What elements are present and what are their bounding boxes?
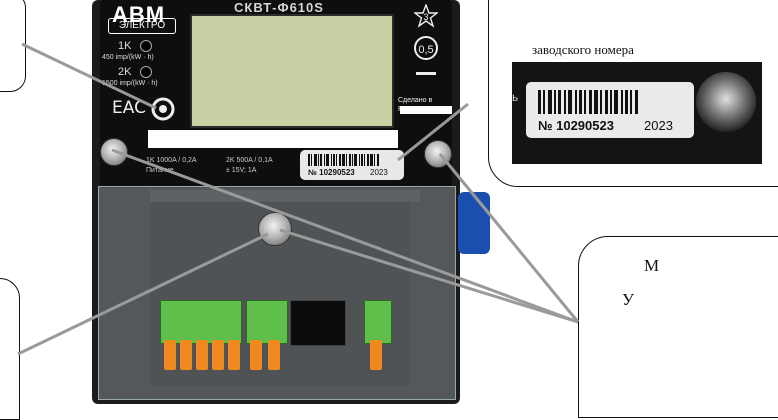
terminal-lever-2 bbox=[180, 340, 192, 370]
brand-logo: АВМ bbox=[112, 2, 166, 27]
serial-barcode-tag: № 10290523 2023 bbox=[300, 150, 404, 180]
led1-label: 1K bbox=[118, 40, 132, 52]
terminal-lever-5 bbox=[228, 340, 240, 370]
leader-line-right-3 bbox=[279, 228, 579, 324]
right-callout bbox=[578, 236, 778, 418]
barcode bbox=[308, 154, 380, 166]
rj45-port bbox=[290, 300, 346, 346]
eac-mark-icon: EAC bbox=[112, 98, 146, 118]
redaction-mask-left bbox=[148, 130, 398, 148]
zoom-bracket bbox=[696, 72, 756, 132]
zoom-barcode-tag: № 10290523 2023 bbox=[526, 82, 694, 138]
right-callout-text-2: У bbox=[622, 290, 635, 309]
led2-indicator bbox=[140, 66, 152, 78]
contact-pins-row bbox=[150, 190, 420, 202]
spec-line-4: ± 15V; 1A bbox=[226, 167, 257, 174]
spec-line-3: 2K 500A / 0,1A bbox=[226, 157, 273, 164]
leader-line-right-1 bbox=[111, 148, 579, 324]
blue-cable-gland bbox=[458, 192, 490, 254]
brand-sub-logo: ЭЛЕКТРО bbox=[108, 18, 176, 34]
leader-line-bottom-left bbox=[17, 232, 269, 356]
serial-number-small: № 10290523 bbox=[308, 168, 355, 177]
star-number: 3 bbox=[423, 12, 428, 22]
star-icon: 3 bbox=[414, 4, 438, 28]
zoom-serial-year: 2023 bbox=[644, 118, 673, 133]
led2-label: 2K bbox=[118, 66, 132, 78]
lcd-model-label: СКВТ-Ф610S bbox=[234, 0, 324, 15]
leader-line-top-left bbox=[21, 42, 157, 110]
terminal-lever-4 bbox=[212, 340, 224, 370]
terminal-lever-6 bbox=[250, 340, 262, 370]
terminal-lever-1 bbox=[164, 340, 176, 370]
led2-rate: 1500 imp/(kW · h) bbox=[102, 80, 158, 87]
terminal-block-middle bbox=[246, 300, 288, 344]
led1-indicator bbox=[140, 40, 152, 52]
terminal-block-left bbox=[160, 300, 242, 344]
right-callout-text-1: М bbox=[644, 256, 660, 275]
spec-line-1: 1K 1000A / 0,2A bbox=[146, 157, 197, 164]
leader-lines bbox=[17, 42, 580, 356]
leader-line-zoom bbox=[397, 102, 469, 162]
zoom-fragment: ь bbox=[512, 90, 519, 104]
divider-dash bbox=[416, 72, 436, 75]
terminal-lever-8 bbox=[370, 340, 382, 370]
leader-line-right-2 bbox=[438, 153, 580, 323]
serial-year-small: 2023 bbox=[370, 168, 388, 177]
seal-screw-icon bbox=[100, 138, 128, 166]
lcd-display bbox=[190, 14, 394, 128]
zoom-barcode bbox=[538, 90, 638, 114]
redaction-mask-right bbox=[400, 106, 452, 114]
zoom-serial-number: № 10290523 bbox=[538, 118, 614, 133]
terminal-lever-7 bbox=[268, 340, 280, 370]
led1-rate: 450 imp/(kW · h) bbox=[102, 54, 154, 61]
terminal-lever-3 bbox=[196, 340, 208, 370]
seal-screw-icon bbox=[258, 212, 292, 246]
accuracy-class-badge: 0,5 bbox=[414, 36, 438, 60]
spec-line-2: Питание bbox=[146, 167, 174, 174]
optical-port-icon bbox=[151, 97, 175, 121]
zoom-caption: заводского номера bbox=[532, 42, 634, 57]
